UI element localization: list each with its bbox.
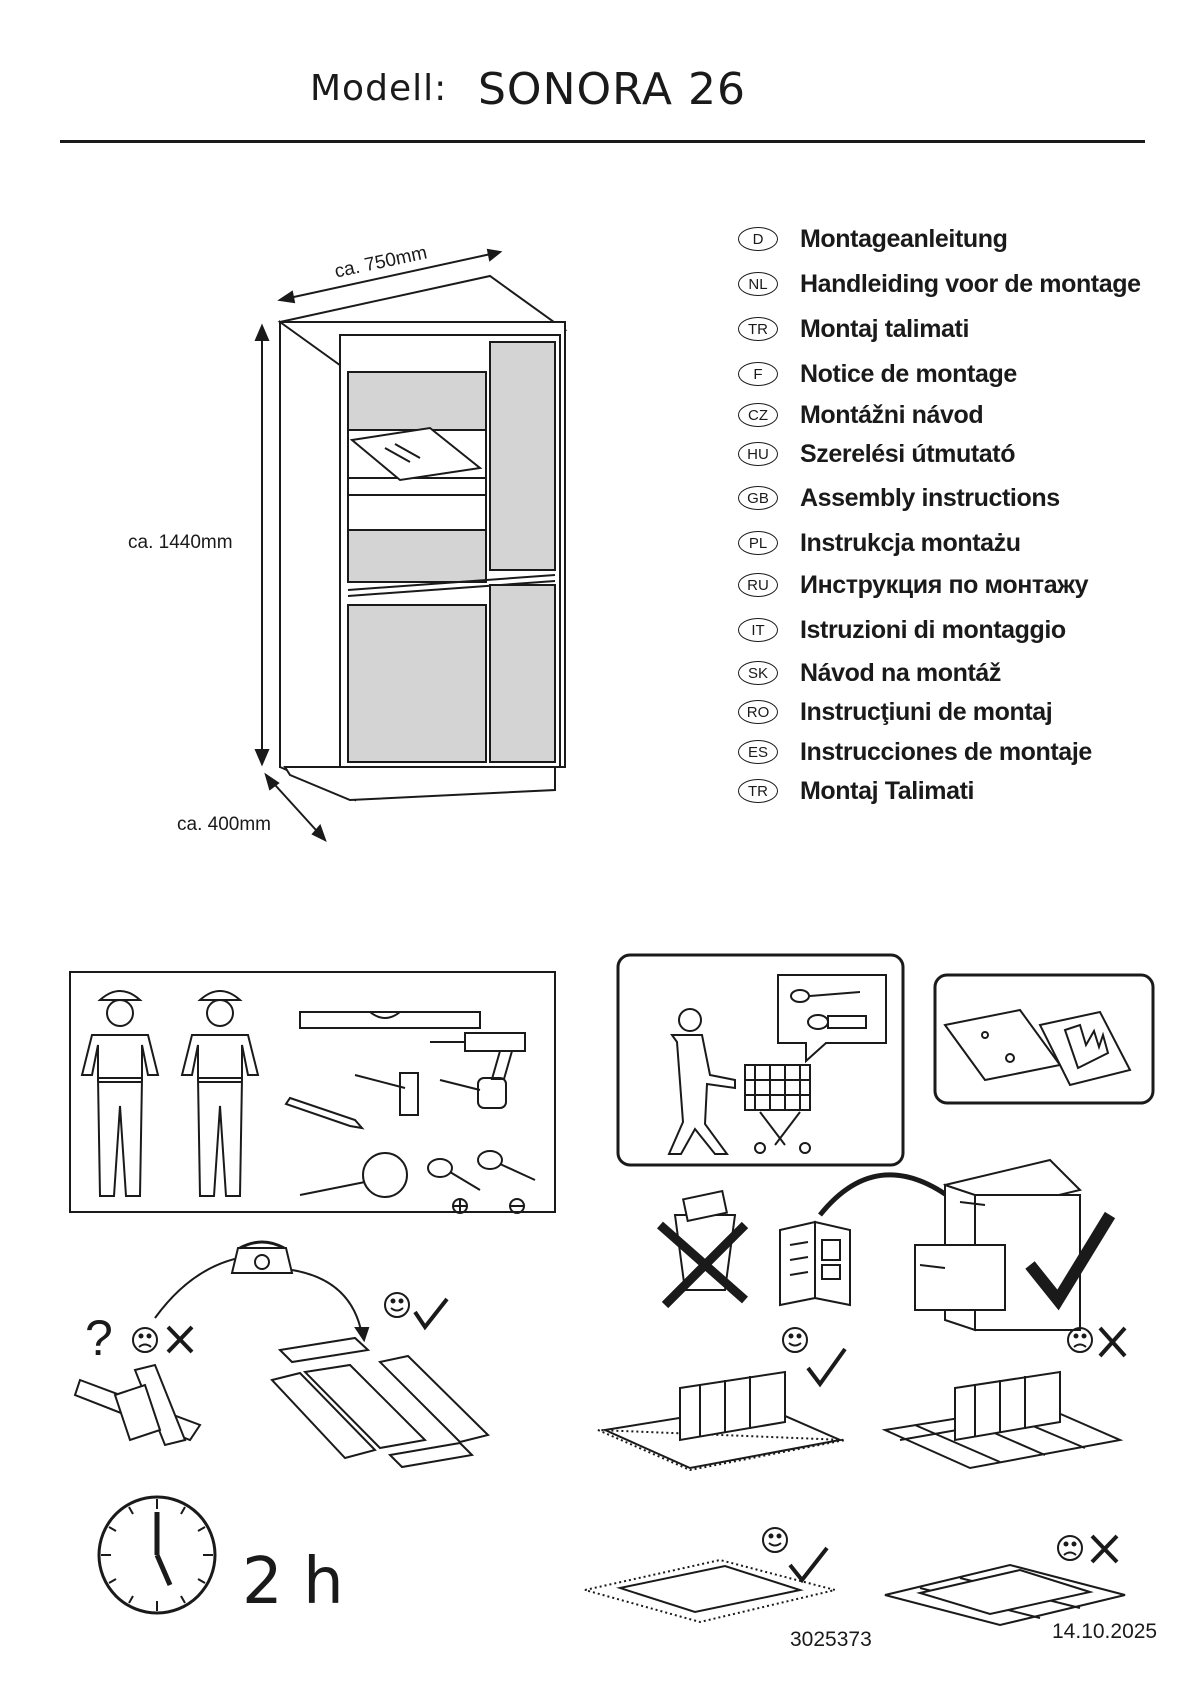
language-code: TR — [738, 779, 778, 803]
language-code: HU — [738, 442, 778, 466]
language-title: Návod na montáž — [800, 658, 1001, 687]
language-title: Инструкция по монтажу — [800, 570, 1089, 599]
language-row-it: IT Istruzioni di montaggio — [738, 613, 1066, 647]
height-dimension: ca. 1440mm — [128, 532, 233, 553]
language-row-cz: CZ Montážni návod — [738, 398, 984, 432]
language-code: CZ — [738, 403, 778, 427]
language-title: Szerelési útmutató — [800, 439, 1016, 468]
language-row-tr2: TR Montaj Talimati — [738, 774, 975, 808]
language-title: Montaj talimati — [800, 314, 970, 343]
clean-hands-icon — [933, 973, 1155, 1105]
language-code: F — [738, 362, 778, 386]
worker-icon — [180, 990, 260, 1197]
language-code: RO — [738, 700, 778, 724]
language-code: RU — [738, 573, 778, 597]
language-title: Instrukcja montażu — [800, 528, 1021, 557]
language-row-nl: NL Handleiding voor de montage — [738, 267, 1141, 301]
sad-icon — [132, 1327, 158, 1353]
language-code: SK — [738, 661, 778, 685]
language-title: Instrucţiuni de montaj — [800, 697, 1053, 726]
svg-text:?: ? — [85, 1310, 113, 1366]
model-label: Modell: — [310, 68, 448, 109]
assembly-time: 2 h — [242, 1545, 344, 1619]
language-title: Montaj Talimati — [800, 776, 975, 805]
smiley-icon — [384, 1292, 410, 1318]
language-row-ru: RU Инструкция по монтажу — [738, 568, 1088, 602]
language-title: Notice de montage — [800, 359, 1017, 388]
shopping-cart-icon — [616, 953, 905, 1167]
depth-dimension: ca. 400mm — [177, 814, 271, 835]
language-title: Assembly instructions — [800, 483, 1060, 512]
language-title: Montážni návod — [800, 400, 984, 429]
language-row-sk: SK Návod na montáž — [738, 656, 1001, 690]
check-icon — [1025, 1211, 1116, 1311]
document-number: 3025373 — [790, 1628, 872, 1651]
language-code: PL — [738, 531, 778, 555]
header-rule — [60, 140, 1145, 143]
language-row-ro: RO Instrucţiuni de montaj — [738, 695, 1053, 729]
language-title: Istruzioni di montaggio — [800, 615, 1066, 644]
language-row-f: F Notice de montage — [738, 357, 1017, 391]
language-row-pl: PL Instrukcja montażu — [738, 526, 1021, 560]
language-code: GB — [738, 486, 778, 510]
language-title: Instrucciones de montaje — [800, 737, 1092, 766]
language-code: D — [738, 227, 778, 251]
phone-icon — [230, 1240, 294, 1274]
language-row-d: D Montageanleitung — [738, 222, 1008, 256]
language-code: ES — [738, 740, 778, 764]
document-date: 14.10.2025 — [1052, 1620, 1158, 1643]
language-code: IT — [738, 618, 778, 642]
language-row-hu: HU Szerelési útmutató — [738, 437, 1015, 471]
language-title: Handleiding voor de montage — [800, 269, 1141, 298]
worker-icon — [80, 990, 160, 1197]
cabinet-drawing — [254, 248, 568, 843]
language-code: NL — [738, 272, 778, 296]
language-row-gb: GB Assembly instructions — [738, 481, 1060, 515]
language-title: Montageanleitung — [800, 224, 1008, 253]
language-row-tr: TR Montaj talimati — [738, 312, 969, 346]
model-name: SONORA 26 — [478, 64, 746, 115]
language-code: TR — [738, 317, 778, 341]
language-row-es: ES Instrucciones de montaje — [738, 735, 1092, 769]
